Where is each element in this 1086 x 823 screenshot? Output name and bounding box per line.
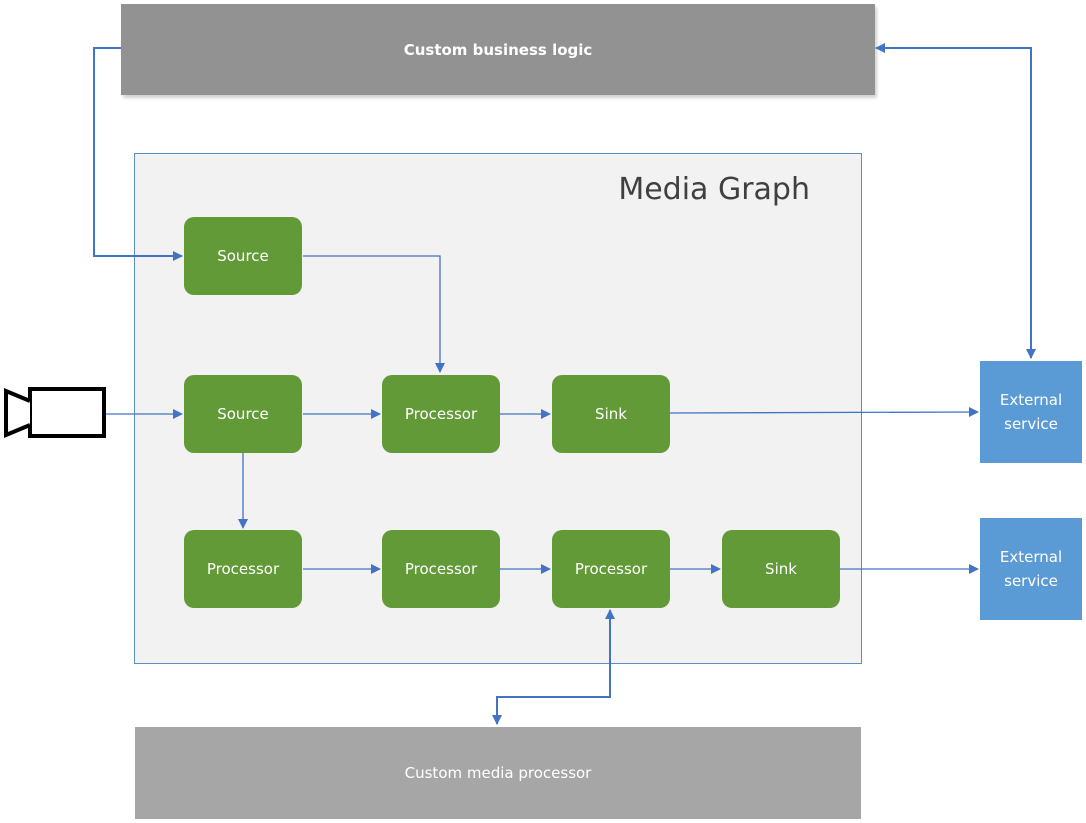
media-graph-title: Media Graph	[618, 172, 810, 207]
custom-business-logic-label: Custom business logic	[403, 40, 593, 59]
processor-node-2-label: Processor	[206, 560, 280, 578]
source-node-2-label: Source	[217, 405, 269, 423]
processor-node-3-label: Processor	[404, 560, 478, 578]
external-service-1-label: External service	[999, 391, 1063, 433]
processor-node-2: Processor	[184, 530, 302, 608]
processor-node-3: Processor	[382, 530, 500, 608]
custom-business-logic-box: Custom business logic	[121, 4, 875, 95]
sink-node-2-label: Sink	[765, 560, 797, 578]
source-node-1: Source	[184, 217, 302, 295]
source-node-2: Source	[184, 375, 302, 453]
video-camera-icon	[4, 387, 106, 438]
custom-media-processor-box: Custom media processor	[135, 727, 861, 819]
sink-node-2: Sink	[722, 530, 840, 608]
sink-node-1-label: Sink	[595, 405, 627, 423]
external-service-2-label: External service	[999, 548, 1063, 590]
external-service-1: External service	[980, 361, 1082, 463]
custom-media-processor-label: Custom media processor	[404, 764, 592, 782]
processor-node-4: Processor	[552, 530, 670, 608]
processor-node-1: Processor	[382, 375, 500, 453]
processor-node-1-label: Processor	[404, 405, 478, 423]
external-service-2: External service	[980, 518, 1082, 620]
edge-business-logic-external-service-1	[875, 43, 1036, 359]
source-node-1-label: Source	[217, 247, 269, 265]
processor-node-4-label: Processor	[574, 560, 648, 578]
sink-node-1: Sink	[552, 375, 670, 453]
